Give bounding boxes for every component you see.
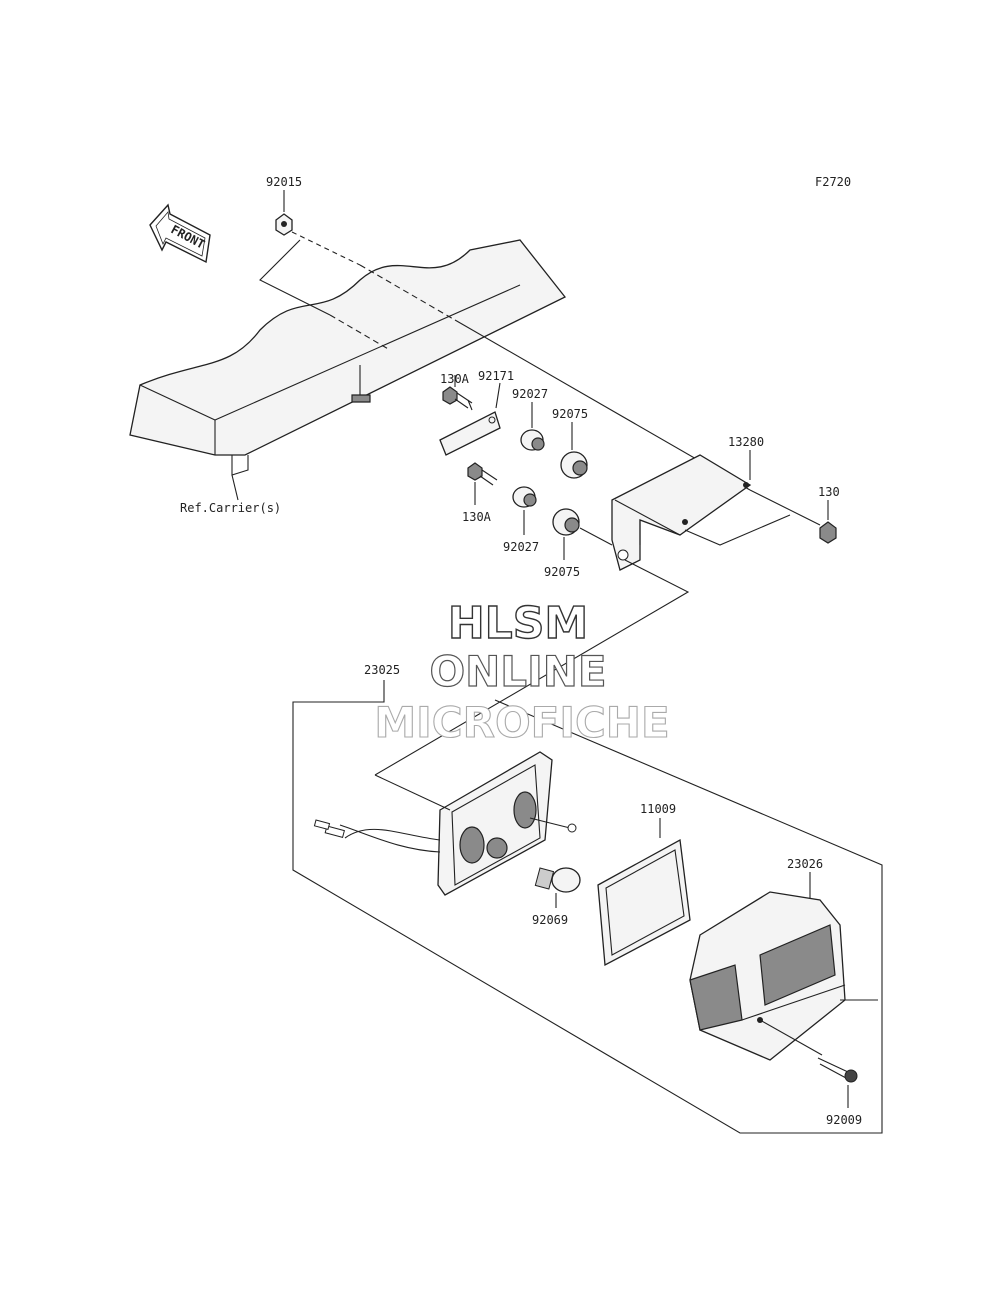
label-92015: 92015 — [266, 175, 302, 189]
bolt-right-icon — [819, 500, 837, 544]
bolt-upper-icon — [442, 375, 473, 411]
watermark-line3: MICROFICHE — [374, 698, 669, 747]
label-23026: 23026 — [787, 857, 823, 871]
lamp-housing-icon — [313, 751, 577, 896]
label-13280: 13280 — [728, 435, 764, 449]
front-arrow-icon: FRONT — [149, 203, 211, 264]
figure-code: F2720 — [815, 175, 851, 189]
bolt-lower-icon — [467, 462, 498, 505]
label-92027-lower: 92027 — [503, 540, 539, 554]
label-92075-upper: 92075 — [552, 407, 588, 421]
label-23025: 23025 — [364, 663, 400, 677]
watermark-line1: HLSM — [448, 598, 588, 649]
label-11009: 11009 — [640, 802, 676, 816]
lamp-assembly-frame — [292, 680, 883, 1134]
reference-label: Ref.Carrier(s) — [180, 501, 281, 515]
watermark: HLSM ONLINE MICROFICHE — [374, 597, 670, 747]
collar-upper-icon — [520, 402, 545, 451]
screw-icon — [759, 999, 878, 1108]
label-92069: 92069 — [532, 913, 568, 927]
label-130a-upper: 130A — [440, 372, 470, 386]
label-92009: 92009 — [826, 1113, 862, 1127]
grommet-upper-icon — [560, 422, 588, 479]
grommet-lower-icon — [552, 508, 613, 560]
label-130a-lower: 130A — [462, 510, 492, 524]
bulb-icon — [534, 867, 581, 908]
lens-icon — [689, 872, 846, 1061]
carrier-reference — [129, 239, 567, 501]
label-92027-upper: 92027 — [512, 387, 548, 401]
label-130: 130 — [818, 485, 840, 499]
watermark-line2: ONLINE — [429, 647, 606, 696]
plate-icon — [439, 382, 501, 456]
gasket-icon — [597, 818, 691, 967]
label-92075-lower: 92075 — [544, 565, 580, 579]
label-92171: 92171 — [478, 369, 514, 383]
bracket-icon — [611, 450, 821, 571]
collar-lower-icon — [512, 486, 537, 535]
